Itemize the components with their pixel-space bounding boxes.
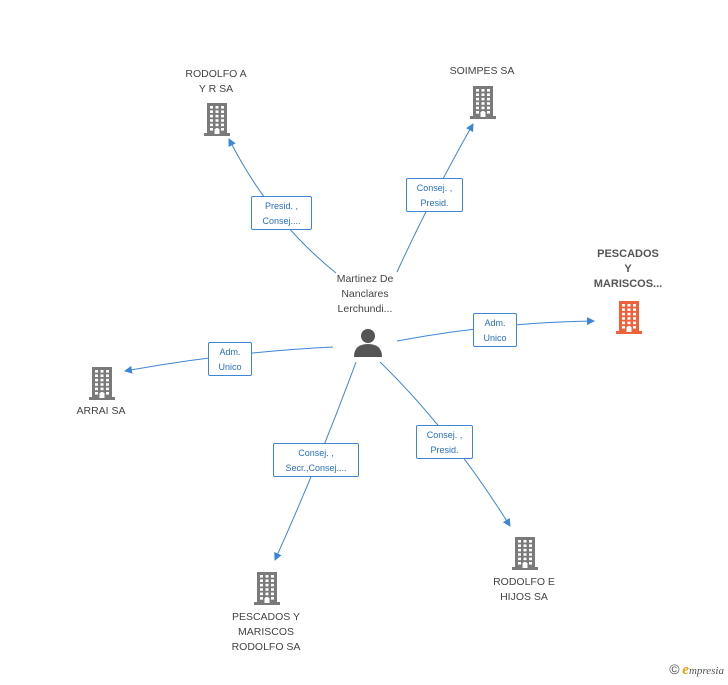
company-label-arrai[interactable]: ARRAI SA <box>76 405 126 417</box>
role-label-rodolfo-hijos[interactable]: Consej. , Presid. <box>416 425 473 459</box>
company-label-pescados-bottom[interactable]: PESCADOS Y MARISCOS RODOLFO SA <box>231 611 301 653</box>
building-icon-rodolfo-hijos[interactable] <box>512 536 538 575</box>
company-label-rodolfo-hijos[interactable]: RODOLFO E HIJOS SA <box>493 576 555 603</box>
company-label-soimpes[interactable]: SOIMPES SA <box>449 65 515 77</box>
brand-initial: e <box>682 662 689 678</box>
copyright-icon: © <box>669 661 680 677</box>
role-label-soimpes[interactable]: Consej. , Presid. <box>406 178 463 212</box>
building-icon-rodolfo-ayr[interactable] <box>204 102 230 141</box>
center-person-label[interactable]: Martinez De Nanclares Lerchundi... <box>336 273 394 315</box>
brand-name: mpresia <box>688 665 724 677</box>
company-label-pescados-top[interactable]: PESCADOS Y MARISCOS... <box>593 248 663 290</box>
role-label-pescados-bottom[interactable]: Consej. , Secr.,Consej.... <box>273 443 359 477</box>
building-icon-pescados-top[interactable] <box>616 300 642 339</box>
building-icon-pescados-bottom[interactable] <box>254 571 280 610</box>
building-icon-soimpes[interactable] <box>470 85 496 124</box>
footer-brand: © empresia <box>669 661 724 679</box>
person-icon[interactable] <box>353 327 383 362</box>
role-label-pescados-top[interactable]: Adm. Unico <box>473 313 517 347</box>
role-label-rodolfo-ayr[interactable]: Presid. , Consej.... <box>251 196 312 230</box>
company-label-rodolfo-ayr[interactable]: RODOLFO A Y R SA <box>185 68 247 95</box>
role-label-arrai[interactable]: Adm. Unico <box>208 342 252 376</box>
building-icon-arrai[interactable] <box>89 366 115 405</box>
